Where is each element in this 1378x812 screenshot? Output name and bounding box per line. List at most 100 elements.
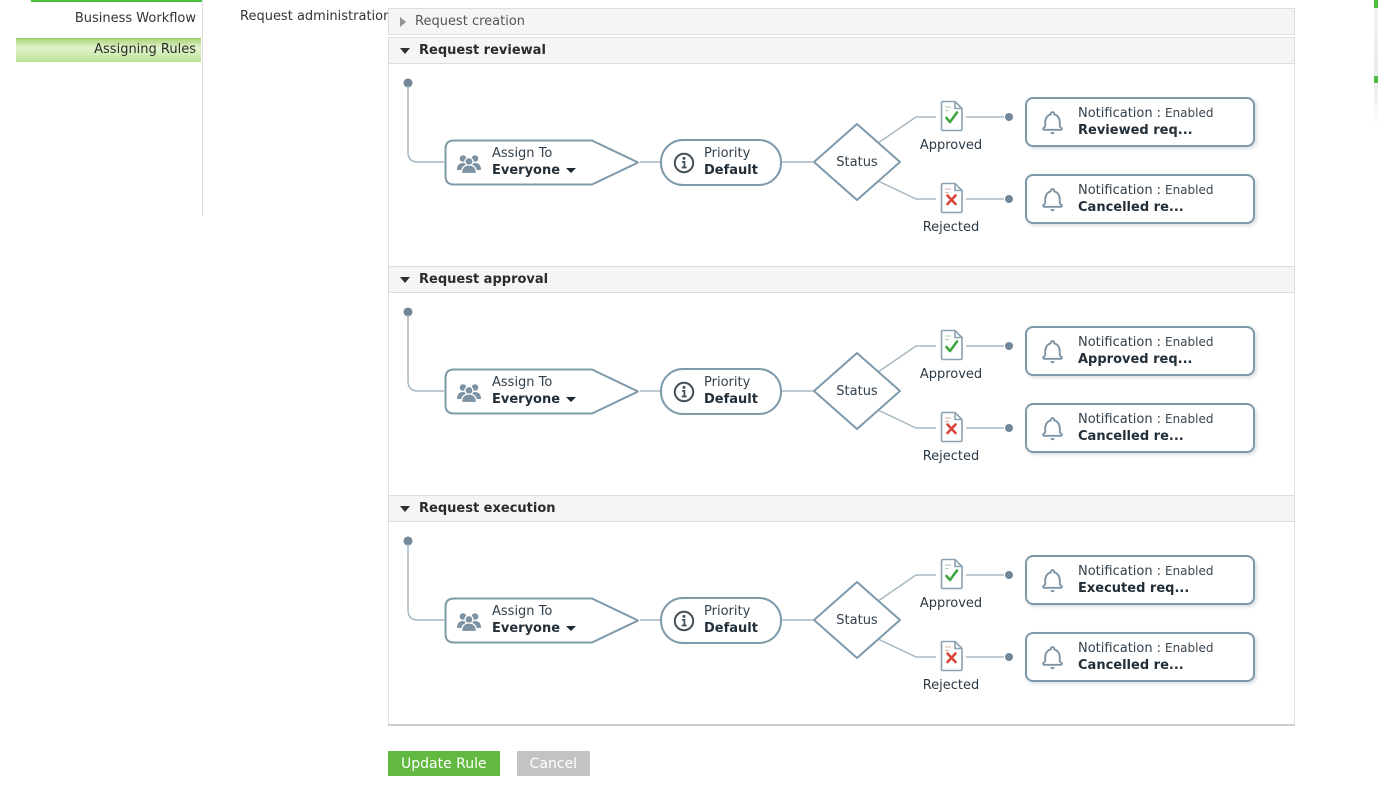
document-check-icon bbox=[940, 329, 963, 361]
notification-card[interactable]: Notification:Enabled Cancelled re... bbox=[1025, 174, 1255, 224]
notification-card[interactable]: Notification:Enabled Cancelled re... bbox=[1025, 632, 1255, 682]
chevron-down-icon bbox=[400, 505, 410, 512]
flow-start-dot bbox=[403, 78, 413, 88]
dropdown-caret-icon[interactable] bbox=[566, 397, 577, 402]
assign-to-arrow-shape bbox=[444, 368, 639, 415]
info-icon bbox=[673, 610, 695, 631]
priority-node[interactable]: Priority Default bbox=[660, 368, 782, 415]
branch-outcome-label: Approved bbox=[919, 138, 983, 153]
status-label: Status bbox=[836, 154, 878, 170]
rejected-outcome: Rejected bbox=[916, 411, 986, 464]
assign-to-label: Assign To bbox=[492, 604, 553, 619]
workflow-canvas: Assign To Everyone Priority Default bbox=[388, 64, 1295, 266]
assign-to-node[interactable]: Assign To Everyone bbox=[444, 597, 640, 644]
bell-icon bbox=[1042, 416, 1063, 440]
status-decision-node: Status bbox=[812, 121, 902, 203]
sidebar-item-business-workflow[interactable]: Business Workflow bbox=[74, 11, 196, 26]
info-icon bbox=[673, 381, 695, 402]
notification-template: Cancelled re... bbox=[1078, 429, 1184, 444]
sidebar-item-assigning-rules[interactable]: Assigning Rules bbox=[16, 38, 201, 62]
flow-connector-lines bbox=[403, 78, 1013, 203]
chevron-down-icon bbox=[400, 47, 410, 54]
bell-icon bbox=[1042, 110, 1063, 134]
accordion-header-label: Request execution bbox=[419, 501, 556, 516]
notification-state: Enabled bbox=[1164, 564, 1214, 578]
edge-gray-segment bbox=[1374, 83, 1378, 129]
edge-gray-segment bbox=[1374, 8, 1378, 76]
branch-outcome-label: Rejected bbox=[922, 449, 980, 464]
accordion-header-label: Request approval bbox=[419, 272, 549, 287]
notification-card[interactable]: Notification:Enabled Approved req... bbox=[1025, 326, 1255, 376]
branch-end-dot bbox=[1005, 113, 1013, 121]
status-decision-node: Status bbox=[812, 350, 902, 432]
priority-node[interactable]: Priority Default bbox=[660, 139, 782, 186]
footer-actions: Update Rule Cancel bbox=[388, 751, 591, 776]
dropdown-caret-icon[interactable] bbox=[566, 168, 577, 173]
notification-template: Executed req... bbox=[1078, 581, 1190, 596]
document-check-icon bbox=[940, 558, 963, 590]
diamond-shape bbox=[813, 123, 901, 201]
notification-separator: : bbox=[1156, 106, 1161, 121]
notification-card[interactable]: Notification:Enabled Cancelled re... bbox=[1025, 403, 1255, 453]
edge-green-segment bbox=[1374, 76, 1378, 83]
workflow-canvas: Assign To Everyone Priority Default bbox=[388, 293, 1295, 495]
branch-outcome-label: Approved bbox=[919, 596, 983, 611]
notification-separator: : bbox=[1156, 335, 1161, 350]
notification-template: Cancelled re... bbox=[1078, 200, 1184, 215]
workflow-accordion: Request creation Request reviewal bbox=[388, 8, 1295, 726]
workflow-canvas: Assign To Everyone Priority Default bbox=[388, 522, 1295, 724]
dropdown-caret-icon[interactable] bbox=[566, 626, 577, 631]
cancel-button[interactable]: Cancel bbox=[516, 751, 591, 776]
notification-separator: : bbox=[1156, 564, 1161, 579]
notification-state: Enabled bbox=[1164, 335, 1214, 349]
notification-state: Enabled bbox=[1164, 183, 1214, 197]
assign-to-node[interactable]: Assign To Everyone bbox=[444, 139, 640, 186]
notification-title: Notification bbox=[1078, 335, 1153, 350]
priority-value: Default bbox=[704, 392, 758, 407]
people-group-icon bbox=[457, 612, 481, 632]
notification-template: Reviewed req... bbox=[1078, 123, 1193, 138]
accordion-header-label: Request creation bbox=[415, 14, 526, 29]
branch-end-dot bbox=[1005, 195, 1013, 203]
diamond-shape bbox=[813, 581, 901, 659]
notification-separator: : bbox=[1156, 641, 1161, 656]
update-rule-button[interactable]: Update Rule bbox=[388, 751, 500, 776]
notification-card[interactable]: Notification:Enabled Executed req... bbox=[1025, 555, 1255, 605]
accordion-header-label: Request reviewal bbox=[419, 43, 546, 58]
assign-to-node[interactable]: Assign To Everyone bbox=[444, 368, 640, 415]
chevron-down-icon bbox=[400, 276, 410, 283]
document-cross-icon bbox=[940, 640, 963, 672]
flow-start-dot bbox=[403, 307, 413, 317]
branch-end-dot bbox=[1005, 342, 1013, 350]
diamond-shape bbox=[813, 352, 901, 430]
priority-node[interactable]: Priority Default bbox=[660, 597, 782, 644]
notification-separator: : bbox=[1156, 412, 1161, 427]
rejected-outcome: Rejected bbox=[916, 182, 986, 235]
branch-outcome-label: Rejected bbox=[922, 678, 980, 693]
notification-card[interactable]: Notification:Enabled Reviewed req... bbox=[1025, 97, 1255, 147]
flow-start-dot bbox=[403, 536, 413, 546]
accordion-section-header[interactable]: Request approval bbox=[388, 266, 1295, 293]
notification-state: Enabled bbox=[1164, 106, 1214, 120]
notification-template: Cancelled re... bbox=[1078, 658, 1184, 673]
priority-value: Default bbox=[704, 621, 758, 636]
assign-to-value: Everyone bbox=[492, 392, 561, 407]
branch-outcome-label: Rejected bbox=[922, 220, 980, 235]
branch-end-dot bbox=[1005, 424, 1013, 432]
approved-outcome: Approved bbox=[916, 558, 986, 611]
flow-connector-lines bbox=[403, 536, 1013, 661]
accordion-header-request-creation[interactable]: Request creation bbox=[388, 8, 1295, 35]
accordion-section-header[interactable]: Request reviewal bbox=[388, 37, 1295, 64]
notification-state: Enabled bbox=[1164, 641, 1214, 655]
people-group-icon bbox=[457, 154, 481, 174]
bell-icon bbox=[1042, 645, 1063, 669]
bell-icon bbox=[1042, 187, 1063, 211]
accordion-section-header[interactable]: Request execution bbox=[388, 495, 1295, 522]
assign-to-value: Everyone bbox=[492, 163, 561, 178]
right-edge-strip bbox=[1374, 0, 1378, 129]
notification-title: Notification bbox=[1078, 641, 1153, 656]
notification-template: Approved req... bbox=[1078, 352, 1193, 367]
info-icon bbox=[673, 152, 695, 173]
chevron-right-icon bbox=[400, 16, 406, 27]
priority-label: Priority bbox=[704, 375, 751, 390]
